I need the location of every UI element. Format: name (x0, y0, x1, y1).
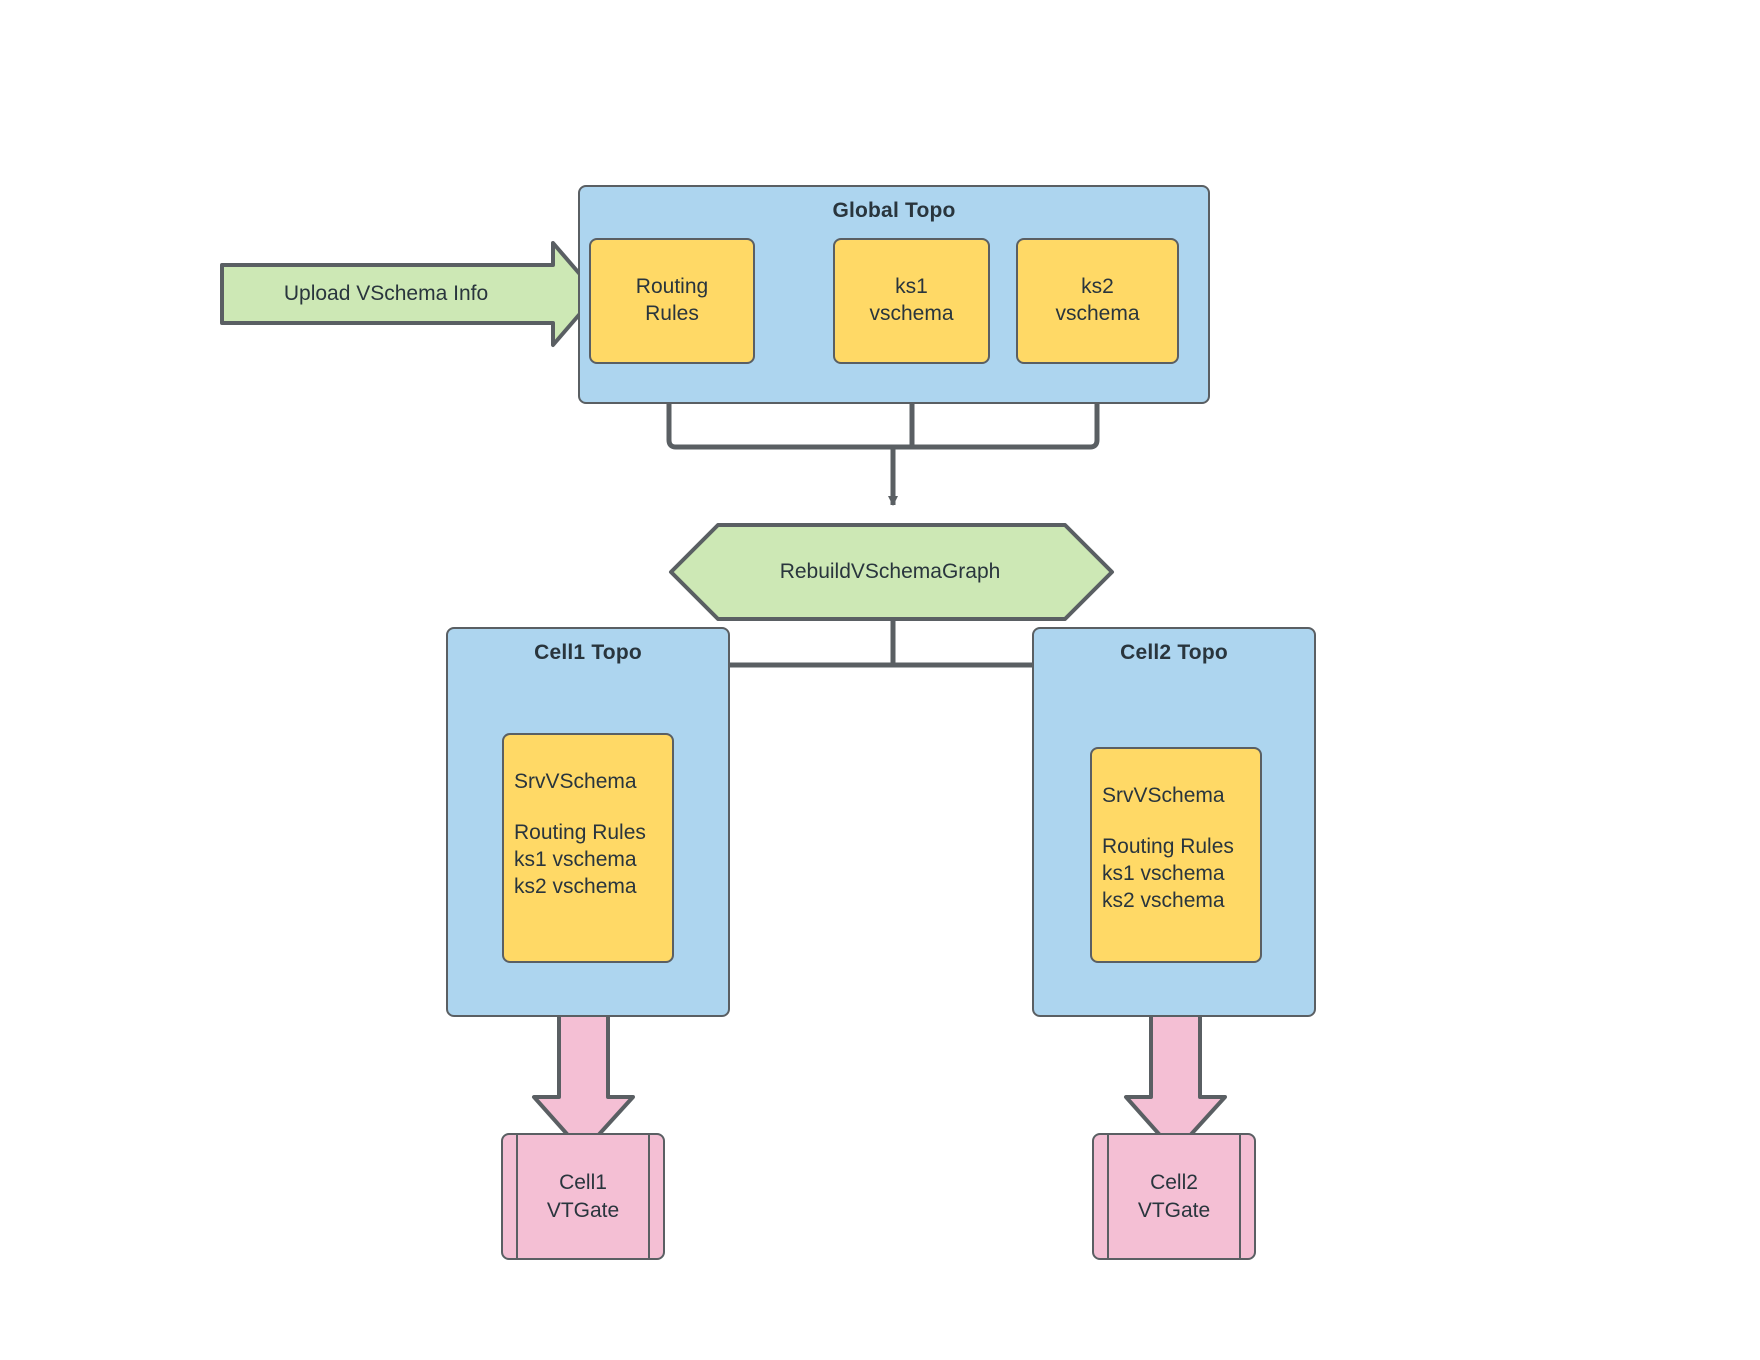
cell1-vtgate-label: Cell1 VTGate (546, 1171, 620, 1222)
global-box-ks2-vschema[interactable]: ks2 vschema (1016, 238, 1179, 364)
cell1-vtgate-box[interactable]: Cell1 VTGate (501, 1133, 665, 1260)
global-topo-title: Global Topo (832, 199, 956, 222)
global-box-ks2-vschema-label: ks2 vschema (1055, 275, 1140, 325)
cell1-srvvschema-items: Routing Rules ks1 vschema ks2 vschema (514, 820, 646, 898)
global-box-ks1-vschema-label: ks1 vschema (869, 275, 954, 325)
rebuild-vschema-graph-label: RebuildVSchemaGraph (779, 560, 1001, 583)
cell1-topo-title: Cell1 Topo (534, 641, 642, 664)
upload-vschema-label: Upload VSchema Info (283, 282, 489, 305)
cell2-topo-title: Cell2 Topo (1120, 641, 1228, 664)
cell1-srvvschema-box[interactable]: SrvVSchema Routing Rules ks1 vschema ks2… (502, 733, 674, 963)
cell1-srvvschema-heading: SrvVSchema (514, 770, 637, 793)
global-box-routing-rules[interactable]: Routing Rules (589, 238, 755, 364)
cell2-srvvschema-heading: SrvVSchema (1102, 784, 1225, 807)
global-box-routing-rules-label: Routing Rules (635, 275, 709, 325)
global-box-ks1-vschema[interactable]: ks1 vschema (833, 238, 990, 364)
cell2-vtgate-box[interactable]: Cell2 VTGate (1092, 1133, 1256, 1260)
cell2-srvvschema-box[interactable]: SrvVSchema Routing Rules ks1 vschema ks2… (1090, 747, 1262, 963)
cell2-srvvschema-items: Routing Rules ks1 vschema ks2 vschema (1102, 834, 1234, 912)
cell2-vtgate-label: Cell2 VTGate (1137, 1171, 1211, 1222)
